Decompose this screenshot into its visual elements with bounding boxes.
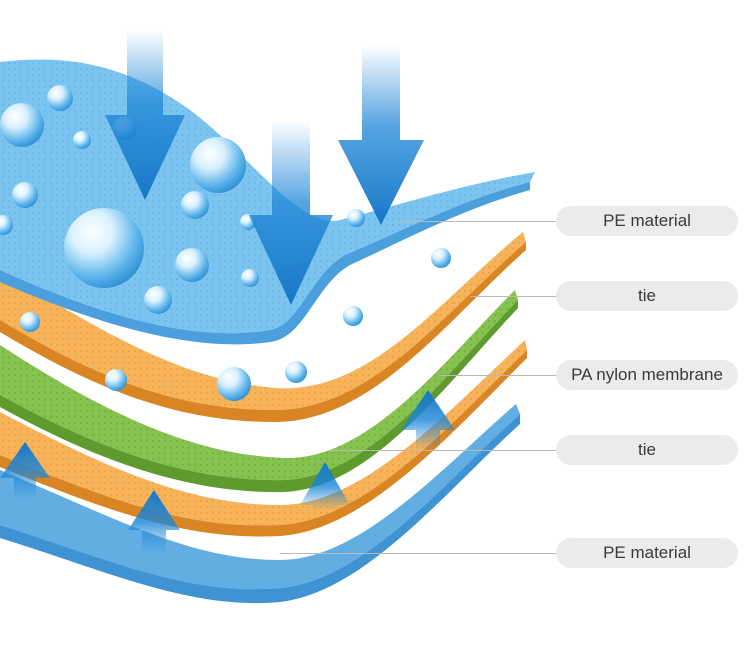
water-droplet-icon bbox=[0, 215, 13, 235]
water-droplet-icon bbox=[64, 208, 144, 288]
water-droplet-icon bbox=[241, 269, 259, 287]
label-pa-nylon-membrane: PA nylon membrane bbox=[556, 360, 738, 390]
label-pe-material-bottom: PE material bbox=[556, 538, 738, 568]
layer-pa-nylon bbox=[0, 290, 518, 493]
arrow-up-icon bbox=[300, 462, 350, 510]
arrow-up-icon bbox=[128, 490, 180, 555]
leader-line-tie-upper bbox=[470, 296, 556, 297]
water-droplet-icon bbox=[285, 361, 307, 383]
water-droplet-icon bbox=[20, 312, 40, 332]
label-tie-lower: tie bbox=[556, 435, 738, 465]
leader-line-tie-lower bbox=[330, 450, 556, 451]
water-droplet-icon bbox=[217, 367, 251, 401]
water-droplet-icon bbox=[0, 103, 44, 147]
label-tie-upper: tie bbox=[556, 281, 738, 311]
water-droplet-icon bbox=[73, 131, 91, 149]
layer-tie-lower bbox=[0, 340, 527, 537]
arrow-up-icon bbox=[0, 442, 50, 500]
label-pe-material-top: PE material bbox=[556, 206, 738, 236]
arrow-up-icon bbox=[401, 390, 455, 450]
leader-line-pe-bottom bbox=[280, 553, 556, 554]
arrow-down-icon bbox=[105, 30, 185, 200]
water-droplet-icon bbox=[12, 182, 38, 208]
water-droplet-icon bbox=[347, 209, 365, 227]
arrow-down-icon bbox=[338, 45, 424, 225]
water-droplet-icon bbox=[343, 306, 363, 326]
leader-line-pa-nylon bbox=[440, 375, 556, 376]
water-droplet-icon bbox=[144, 286, 172, 314]
water-droplet-icon bbox=[190, 137, 246, 193]
layer-tie-upper bbox=[0, 232, 526, 422]
vapor-arrows-up bbox=[0, 390, 455, 555]
leader-line-pe-top bbox=[395, 221, 556, 222]
water-droplet-icon bbox=[431, 248, 451, 268]
water-droplet-icon bbox=[175, 248, 209, 282]
water-droplet-icon bbox=[181, 191, 209, 219]
water-droplet-icon bbox=[105, 369, 127, 391]
pressure-arrows-down bbox=[105, 30, 424, 305]
layer-pe-bottom bbox=[0, 404, 520, 604]
arrow-down-icon bbox=[249, 120, 333, 305]
water-droplet-icon bbox=[47, 85, 73, 111]
